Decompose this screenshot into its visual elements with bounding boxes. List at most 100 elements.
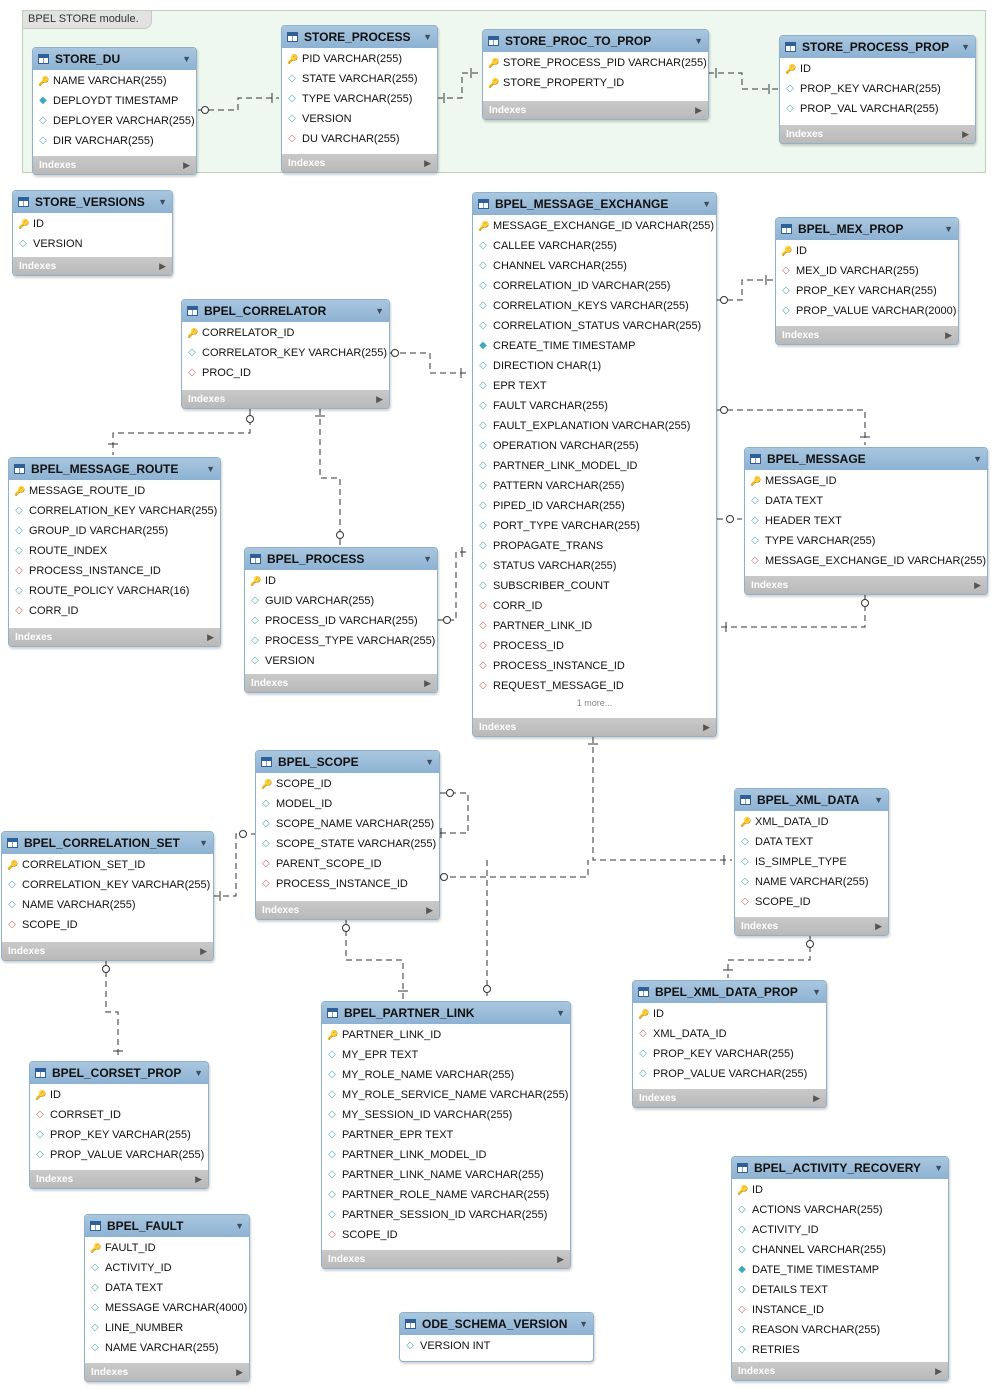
column-row[interactable]: ◇GUID VARCHAR(255) <box>245 591 437 611</box>
indexes-footer[interactable]: Indexes▶ <box>483 101 708 119</box>
column-row[interactable]: ◇DATA TEXT <box>745 491 987 511</box>
indexes-footer[interactable]: Indexes▶ <box>633 1089 826 1107</box>
column-row[interactable]: ◇STATUS VARCHAR(255) <box>473 556 716 576</box>
expand-arrow-icon[interactable]: ▶ <box>945 329 952 340</box>
indexes-footer[interactable]: Indexes▶ <box>9 628 220 646</box>
indexes-footer[interactable]: Indexes▶ <box>780 125 975 143</box>
table-bpel-fault[interactable]: BPEL_FAULT▼🔑FAULT_ID◇ACTIVITY_ID◇DATA TE… <box>84 1214 250 1382</box>
column-row[interactable]: ◇VERSION <box>13 234 172 254</box>
column-row[interactable]: ◇DU VARCHAR(255) <box>282 129 437 149</box>
column-row[interactable]: 🔑PID VARCHAR(255) <box>282 49 437 69</box>
collapse-arrow-icon[interactable]: ▼ <box>973 454 982 464</box>
table-header[interactable]: BPEL_SCOPE▼ <box>256 751 439 773</box>
indexes-footer[interactable]: Indexes▶ <box>30 1170 208 1188</box>
expand-arrow-icon[interactable]: ▶ <box>376 393 383 404</box>
collapse-arrow-icon[interactable]: ▼ <box>423 32 432 42</box>
column-row[interactable]: ◇PARTNER_LINK_MODEL_ID <box>322 1145 570 1165</box>
column-row[interactable]: ◇VERSION <box>282 109 437 129</box>
column-row[interactable]: ◇XML_DATA_ID <box>633 1024 826 1044</box>
column-row[interactable]: ◇VERSION INT <box>400 1336 593 1356</box>
column-row[interactable]: 🔑CORRELATOR_ID <box>182 323 389 343</box>
column-row[interactable]: ◇DEPLOYER VARCHAR(255) <box>33 111 196 131</box>
expand-arrow-icon[interactable]: ▶ <box>935 1365 942 1376</box>
table-store-proc-to-prop[interactable]: STORE_PROC_TO_PROP▼🔑STORE_PROCESS_PID VA… <box>482 29 709 120</box>
table-header[interactable]: BPEL_PARTNER_LINK▼ <box>322 1002 570 1024</box>
collapse-arrow-icon[interactable]: ▼ <box>194 1068 203 1078</box>
indexes-footer[interactable]: Indexes▶ <box>13 257 172 275</box>
column-row[interactable]: ◇PROCESS_INSTANCE_ID <box>256 874 439 894</box>
indexes-footer[interactable]: Indexes▶ <box>776 326 958 344</box>
column-row[interactable]: ◇CORR_ID <box>473 596 716 616</box>
column-row[interactable]: ◇MESSAGE VARCHAR(4000) <box>85 1298 249 1318</box>
column-row[interactable]: ◇PARENT_SCOPE_ID <box>256 854 439 874</box>
column-row[interactable]: ◇CORR_ID <box>9 601 220 621</box>
table-ode-schema-version[interactable]: ODE_SCHEMA_VERSION▼◇VERSION INT <box>399 1312 594 1362</box>
table-header[interactable]: STORE_DU▼ <box>33 48 196 70</box>
table-bpel-xml-data[interactable]: BPEL_XML_DATA▼🔑XML_DATA_ID◇DATA TEXT◇IS_… <box>734 788 889 936</box>
column-row[interactable]: ◇PARTNER_LINK_NAME VARCHAR(255) <box>322 1165 570 1185</box>
column-row[interactable]: ◇FAULT VARCHAR(255) <box>473 396 716 416</box>
column-row[interactable]: ◇PROCESS_ID VARCHAR(255) <box>245 611 437 631</box>
column-row[interactable]: ◇IS_SIMPLE_TYPE <box>735 852 888 872</box>
table-header[interactable]: BPEL_CORSET_PROP▼ <box>30 1062 208 1084</box>
indexes-footer[interactable]: Indexes▶ <box>735 917 888 935</box>
expand-arrow-icon[interactable]: ▶ <box>183 159 190 170</box>
column-row[interactable]: ◇SCOPE_STATE VARCHAR(255) <box>256 834 439 854</box>
collapse-arrow-icon[interactable]: ▼ <box>934 1163 943 1173</box>
column-row[interactable]: ◇PROP_KEY VARCHAR(255) <box>633 1044 826 1064</box>
column-row[interactable]: ◇CORRELATION_KEYS VARCHAR(255) <box>473 296 716 316</box>
collapse-arrow-icon[interactable]: ▼ <box>944 224 953 234</box>
table-header[interactable]: BPEL_ACTIVITY_RECOVERY▼ <box>732 1157 948 1179</box>
column-row[interactable]: ◇ACTIONS VARCHAR(255) <box>732 1200 948 1220</box>
collapse-arrow-icon[interactable]: ▼ <box>702 199 711 209</box>
column-row[interactable]: 🔑ID <box>732 1180 948 1200</box>
table-bpel-activity-recovery[interactable]: BPEL_ACTIVITY_RECOVERY▼🔑ID◇ACTIONS VARCH… <box>731 1156 949 1381</box>
expand-arrow-icon[interactable]: ▶ <box>426 904 433 915</box>
expand-arrow-icon[interactable]: ▶ <box>424 677 431 688</box>
column-row[interactable]: ◇PROP_VALUE VARCHAR(255) <box>30 1145 208 1165</box>
column-row[interactable]: ◇PROCESS_TYPE VARCHAR(255) <box>245 631 437 651</box>
table-bpel-partner-link[interactable]: BPEL_PARTNER_LINK▼🔑PARTNER_LINK_ID◇MY_EP… <box>321 1001 571 1269</box>
expand-arrow-icon[interactable]: ▶ <box>195 1173 202 1184</box>
column-row[interactable]: ◇ACTIVITY_ID <box>85 1258 249 1278</box>
table-header[interactable]: BPEL_FAULT▼ <box>85 1215 249 1237</box>
column-row[interactable]: 🔑MESSAGE_ID <box>745 471 987 491</box>
column-row[interactable]: ◇PROP_VALUE VARCHAR(255) <box>633 1064 826 1084</box>
column-row[interactable]: ◇TYPE VARCHAR(255) <box>745 531 987 551</box>
column-row[interactable]: ◇PROCESS_INSTANCE_ID <box>473 656 716 676</box>
column-row[interactable]: ◇CORRSET_ID <box>30 1105 208 1125</box>
expand-arrow-icon[interactable]: ▶ <box>424 157 431 168</box>
table-header[interactable]: BPEL_PROCESS▼ <box>245 548 437 570</box>
column-row[interactable]: ◇TYPE VARCHAR(255) <box>282 89 437 109</box>
expand-arrow-icon[interactable]: ▶ <box>159 260 166 271</box>
indexes-footer[interactable]: Indexes▶ <box>2 942 213 960</box>
column-row[interactable]: ◇ROUTE_INDEX <box>9 541 220 561</box>
expand-arrow-icon[interactable]: ▶ <box>557 1253 564 1264</box>
table-header[interactable]: BPEL_CORRELATOR▼ <box>182 300 389 322</box>
column-row[interactable]: ◇EPR TEXT <box>473 376 716 396</box>
collapse-arrow-icon[interactable]: ▼ <box>874 795 883 805</box>
indexes-footer[interactable]: Indexes▶ <box>245 674 437 692</box>
column-row[interactable]: ◇PARTNER_LINK_MODEL_ID <box>473 456 716 476</box>
collapse-arrow-icon[interactable]: ▼ <box>812 987 821 997</box>
indexes-footer[interactable]: Indexes▶ <box>182 390 389 408</box>
collapse-arrow-icon[interactable]: ▼ <box>158 197 167 207</box>
collapse-arrow-icon[interactable]: ▼ <box>425 757 434 767</box>
column-row[interactable]: ◇CORRELATOR_KEY VARCHAR(255) <box>182 343 389 363</box>
table-bpel-mex-prop[interactable]: BPEL_MEX_PROP▼🔑ID◇MEX_ID VARCHAR(255)◇PR… <box>775 217 959 345</box>
column-row[interactable]: ◇SCOPE_ID <box>735 892 888 912</box>
column-row[interactable]: ◇CORRELATION_STATUS VARCHAR(255) <box>473 316 716 336</box>
column-row[interactable]: ◇ACTIVITY_ID <box>732 1220 948 1240</box>
collapse-arrow-icon[interactable]: ▼ <box>206 464 215 474</box>
column-row[interactable]: ◇RETRIES <box>732 1340 948 1360</box>
table-bpel-message-exchange[interactable]: BPEL_MESSAGE_EXCHANGE▼🔑MESSAGE_EXCHANGE_… <box>472 192 717 737</box>
column-row[interactable]: ◇PARTNER_LINK_ID <box>473 616 716 636</box>
expand-arrow-icon[interactable]: ▶ <box>200 945 207 956</box>
column-row[interactable]: 🔑XML_DATA_ID <box>735 812 888 832</box>
column-row[interactable]: ◇GROUP_ID VARCHAR(255) <box>9 521 220 541</box>
table-bpel-corset-prop[interactable]: BPEL_CORSET_PROP▼🔑ID◇CORRSET_ID◇PROP_KEY… <box>29 1061 209 1189</box>
table-header[interactable]: BPEL_MESSAGE▼ <box>745 448 987 470</box>
column-row[interactable]: ◇PROCESS_ID <box>473 636 716 656</box>
table-store-process-prop[interactable]: STORE_PROCESS_PROP▼🔑ID◇PROP_KEY VARCHAR(… <box>779 35 976 144</box>
